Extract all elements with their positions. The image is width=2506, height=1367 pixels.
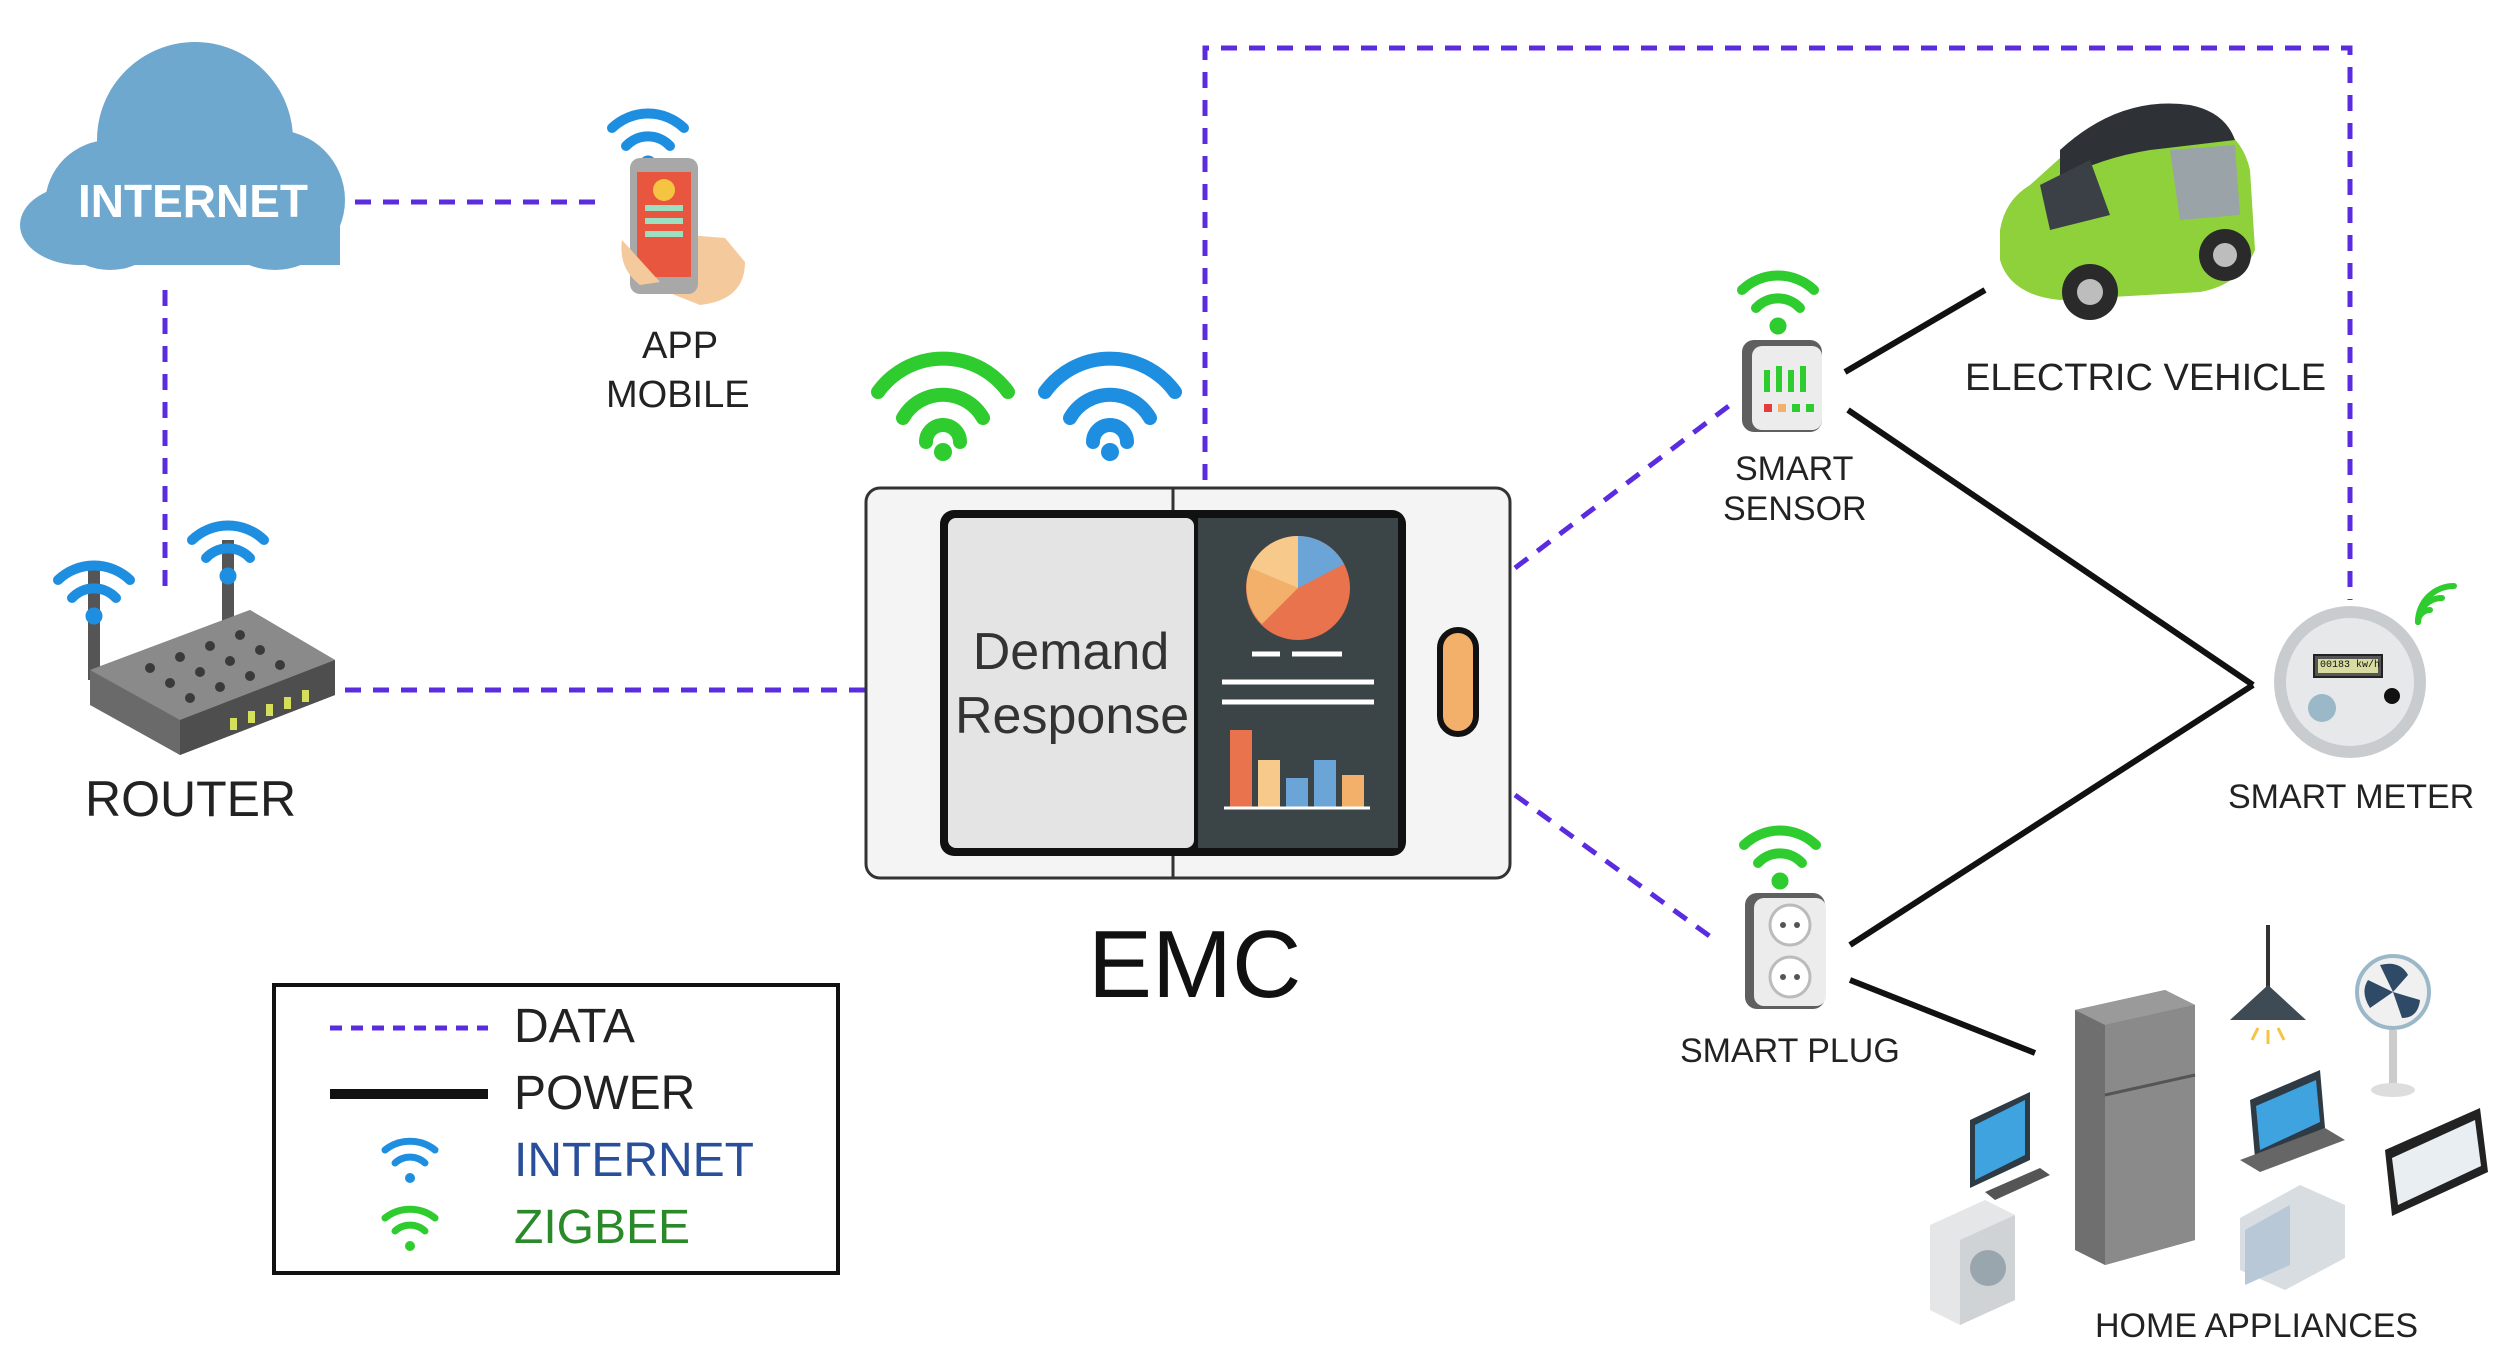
mobile-phone-icon xyxy=(612,114,745,305)
legend xyxy=(272,983,840,1275)
smart-plug-label: SMART PLUG xyxy=(1680,1032,1900,1070)
emc-bar-chart xyxy=(1224,730,1370,810)
data-links xyxy=(162,45,2353,943)
legend-internet-wifi-icon xyxy=(381,1137,439,1183)
router-icon xyxy=(58,526,335,755)
app-mobile-label-line1: APP xyxy=(642,325,719,367)
smart-sensor-icon xyxy=(1742,276,1822,432)
router-label: ROUTER xyxy=(85,771,297,827)
power-link-sensor-meter xyxy=(1846,407,2255,688)
emc-label: EMC xyxy=(1088,911,1302,1018)
power-link-plug-appliances xyxy=(1848,977,2037,1056)
smart-meter-icon xyxy=(2274,583,2457,758)
internet-label: INTERNET xyxy=(78,175,308,227)
legend-symbols xyxy=(330,1025,488,1251)
emc-device xyxy=(864,486,1512,880)
legend-zigbee-wifi-icon xyxy=(381,1205,439,1251)
emc-pie-chart xyxy=(1246,536,1350,640)
data-link-emc-smart-plug xyxy=(1513,792,1717,943)
home-appliances-label: HOME APPLIANCES xyxy=(2095,1307,2419,1345)
legend-zigbee-label: ZIGBEE xyxy=(514,1201,691,1254)
smart-meter-display: 00183 kw/h xyxy=(2320,660,2381,671)
emc-button xyxy=(1437,627,1479,737)
emc-internet-wifi-icon xyxy=(1038,351,1182,461)
data-link-emc-smart-meter xyxy=(1202,45,2353,600)
internet-cloud xyxy=(20,42,345,270)
demand-response-text-line1: Demand xyxy=(972,623,1170,681)
electric-vehicle-icon xyxy=(2000,103,2255,320)
legend-internet-label: INTERNET xyxy=(514,1134,754,1187)
smart-meter-label: SMART METER xyxy=(2228,778,2475,816)
data-link-emc-smart-sensor xyxy=(1513,403,1732,570)
smart-plug-icon xyxy=(1744,831,1826,1009)
power-link-plug-meter xyxy=(1848,682,2255,948)
smart-sensor-label-line2: SENSOR xyxy=(1723,490,1867,528)
electric-vehicle-label: ELECTRIC VEHICLE xyxy=(1965,357,2327,399)
legend-data-label: DATA xyxy=(514,1000,635,1053)
power-link-sensor-ev xyxy=(1843,287,1987,375)
legend-power-label: POWER xyxy=(514,1067,696,1120)
smart-sensor-label-line1: SMART xyxy=(1735,450,1854,488)
power-links xyxy=(1843,287,2255,1056)
app-mobile-label-line2: MOBILE xyxy=(606,374,750,416)
home-appliances-icon xyxy=(1930,925,2488,1325)
demand-response-text-line2: Response xyxy=(955,687,1190,745)
emc-zigbee-wifi-icon xyxy=(871,351,1015,461)
